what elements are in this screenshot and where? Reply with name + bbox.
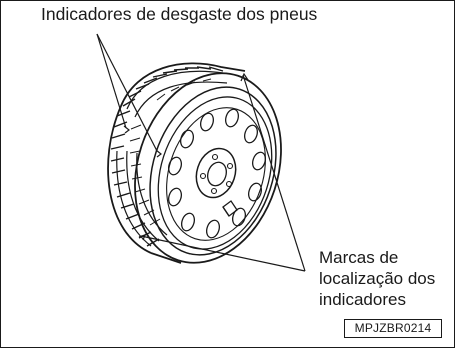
tire-outline xyxy=(107,62,282,264)
location-label-line: localização dos xyxy=(319,269,436,288)
leader-lines xyxy=(96,33,306,272)
indicator-location-label: Marcas de localização dos indicadores xyxy=(319,247,435,310)
wheel-hub xyxy=(195,147,237,199)
rim-holes xyxy=(168,108,266,239)
tire-tread xyxy=(110,66,228,247)
location-label-line: Marcas de xyxy=(319,248,399,267)
figure-code: MPJZBR0214 xyxy=(344,319,442,338)
wear-indicators-label: Indicadores de desgaste dos pneus xyxy=(41,4,318,24)
valve-stem xyxy=(222,200,238,217)
location-label-line: indicadores xyxy=(319,290,406,309)
